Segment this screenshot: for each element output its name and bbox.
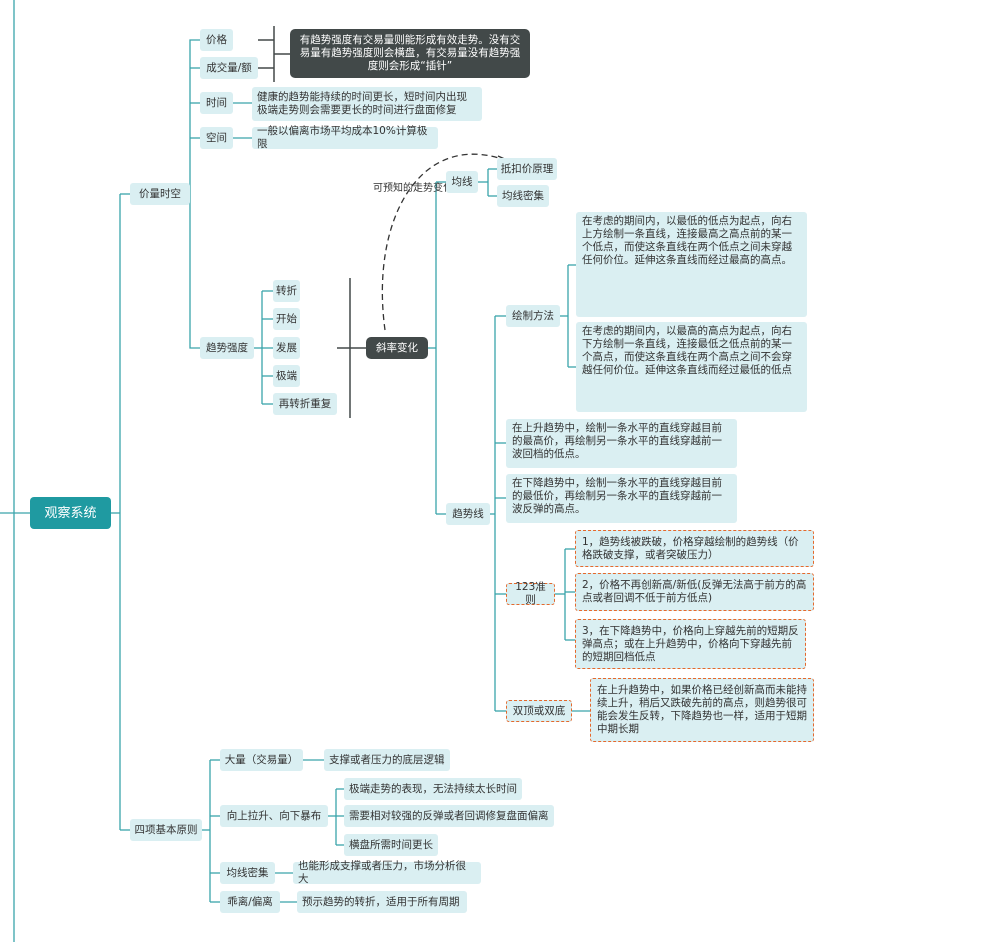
node-volume-big[interactable]: 大量（交易量）	[220, 749, 303, 771]
node-rule-1[interactable]: 1，趋势线被跌破，价格穿越绘制的趋势线（价格跌破支撑，或者突破压力）	[575, 530, 814, 567]
node-time-note[interactable]: 健康的趋势能持续的时间更长，短时间内出现极端走势则会需要更长的时间进行盘面修复	[252, 87, 482, 121]
node-slope-change[interactable]: 斜率变化	[366, 337, 428, 359]
node-rule-2[interactable]: 2，价格不再创新高/新低(反弹无法高于前方的高点或者回调不低于前方低点)	[575, 573, 814, 611]
node-rule-3[interactable]: 3，在下降趋势中，价格向上穿越先前的短期反弹高点；或在上升趋势中，价格向下穿越先…	[575, 619, 806, 669]
node-phase-1[interactable]: 转折	[273, 280, 300, 302]
node-phase-5[interactable]: 再转折重复	[273, 393, 337, 415]
node-diverge-note[interactable]: 预示趋势的转折，适用于所有周期	[297, 891, 467, 913]
node-volume[interactable]: 成交量/额	[200, 57, 258, 79]
node-four-principles[interactable]: 四项基本原则	[130, 819, 202, 841]
node-draw-up[interactable]: 在考虑的期间内，以最低的低点为起点，向右上方绘制一条直线，连接最高之高点前的某一…	[576, 212, 807, 317]
node-double-note[interactable]: 在上升趋势中，如果价格已经创新高而未能持续上升，稍后又跌破先前的高点，则趋势很可…	[590, 678, 814, 742]
node-time[interactable]: 时间	[200, 92, 233, 114]
node-draw-down[interactable]: 在考虑的期间内，以最高的高点为起点，向右下方绘制一条直线，连接最低之低点前的某一…	[576, 322, 807, 412]
node-pull-note-2[interactable]: 需要相对较强的反弹或者回调修复盘面偏离	[344, 805, 554, 827]
node-ma-dense-note[interactable]: 也能形成支撑或者压力，市场分析很大	[293, 860, 481, 885]
node-ma-dense-2[interactable]: 均线密集	[220, 862, 275, 884]
node-ma[interactable]: 均线	[446, 171, 478, 193]
root-node[interactable]: 观察系统	[30, 497, 111, 529]
node-trend-strength[interactable]: 趋势强度	[200, 337, 254, 359]
node-space-note[interactable]: 一般以偏离市场平均成本10%计算极限	[252, 125, 438, 150]
node-phase-4[interactable]: 极端	[273, 365, 300, 387]
node-ma-deduction[interactable]: 抵扣价原理	[497, 158, 557, 180]
node-draw-method[interactable]: 绘制方法	[506, 305, 560, 327]
node-phase-3[interactable]: 发展	[273, 337, 300, 359]
node-ma-dense[interactable]: 均线密集	[497, 185, 549, 207]
node-diverge[interactable]: 乖离/偏离	[220, 891, 280, 913]
node-pull[interactable]: 向上拉升、向下暴布	[220, 805, 328, 827]
node-double-top[interactable]: 双顶或双底	[506, 700, 572, 722]
node-rule-123[interactable]: 123准则	[506, 581, 555, 606]
node-space[interactable]: 空间	[200, 127, 233, 149]
node-volume-big-note[interactable]: 支撑或者压力的底层逻辑	[324, 749, 450, 771]
node-price[interactable]: 价格	[200, 29, 233, 51]
label-predictable: 可预知的走势变化	[373, 183, 453, 194]
node-pull-note-3[interactable]: 横盘所需时间更长	[344, 834, 438, 856]
node-phase-2[interactable]: 开始	[273, 308, 300, 330]
node-pv-note[interactable]: 有趋势强度有交易量则能形成有效走势。没有交易量有趋势强度则会横盘，有交易量没有趋…	[290, 29, 530, 78]
node-pull-note-1[interactable]: 极端走势的表现，无法持续太长时间	[344, 778, 522, 800]
node-price-space[interactable]: 价量时空	[130, 183, 190, 205]
node-up-note[interactable]: 在上升趋势中，绘制一条水平的直线穿越目前的最高价，再绘制另一条水平的直线穿越前一…	[506, 419, 737, 468]
node-down-note[interactable]: 在下降趋势中，绘制一条水平的直线穿越目前的最低价，再绘制另一条水平的直线穿越前一…	[506, 474, 737, 523]
node-trendline[interactable]: 趋势线	[446, 503, 490, 525]
